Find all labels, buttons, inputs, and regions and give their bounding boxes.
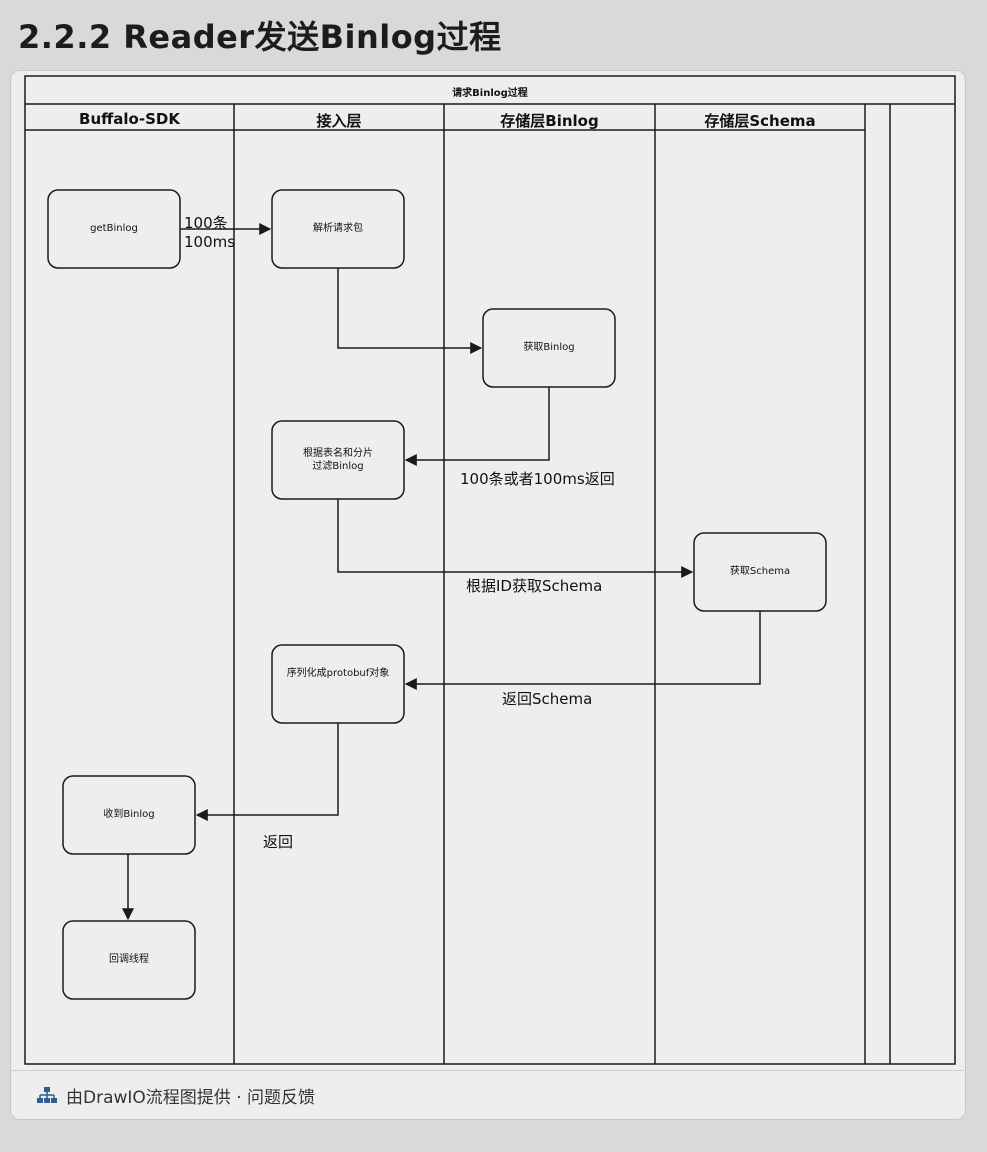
edge-binlog-return: [404, 387, 550, 466]
node-callback-thread[interactable]: [62, 920, 196, 1000]
edge-to-fetch-binlog: [337, 268, 483, 354]
edge-label-final-return: 返回: [263, 833, 294, 851]
node-label-serialize: 序列化成protobuf对象: [286, 668, 390, 680]
page-title: 2.2.2 Reader发送Binlog过程: [18, 18, 502, 56]
node-label-parse-request: 解析请求包: [313, 223, 363, 235]
sitemap-icon: [37, 1087, 57, 1103]
node-label-callback-thread: 回调线程: [109, 954, 149, 966]
lane-header-storage-schema: 存储层Schema: [704, 112, 816, 130]
node-label-fetch-schema: 获取Schema: [729, 566, 791, 578]
node-label-filter-binlog: 根据表名和分片 过滤Binlog: [303, 447, 373, 473]
footer-text[interactable]: 由DrawIO流程图提供 · 问题反馈: [66, 1087, 316, 1108]
pool-frame: [24, 75, 956, 1065]
edge-label-binlog-return: 100条或者100ms返回: [460, 470, 615, 488]
edge-label-schema-return: 返回Schema: [502, 690, 593, 708]
pool-title: 请求Binlog过程: [452, 88, 528, 99]
node-receive-binlog[interactable]: [62, 775, 196, 855]
node-label-receive-binlog: 收到Binlog: [103, 809, 155, 821]
diagram-footer: 由DrawIO流程图提供 · 问题反馈: [10, 1070, 964, 1119]
lane-header-storage-binlog: 存储层Binlog: [500, 112, 599, 130]
edge-schema-return: [404, 611, 761, 690]
lane-header-access-layer: 接入层: [316, 112, 362, 130]
edge-final-return: [195, 723, 339, 821]
edge-label-request: 100条 100ms: [184, 214, 236, 251]
node-label-get-binlog: getBinlog: [90, 223, 138, 235]
edge-label-schema-by-id: 根据ID获取Schema: [466, 577, 603, 595]
edge-schema-by-id: [337, 499, 694, 578]
node-label-fetch-binlog: 获取Binlog: [523, 342, 575, 354]
lane-header-buffalo-sdk: Buffalo-SDK: [79, 110, 180, 128]
diagram-card: [10, 70, 966, 1120]
